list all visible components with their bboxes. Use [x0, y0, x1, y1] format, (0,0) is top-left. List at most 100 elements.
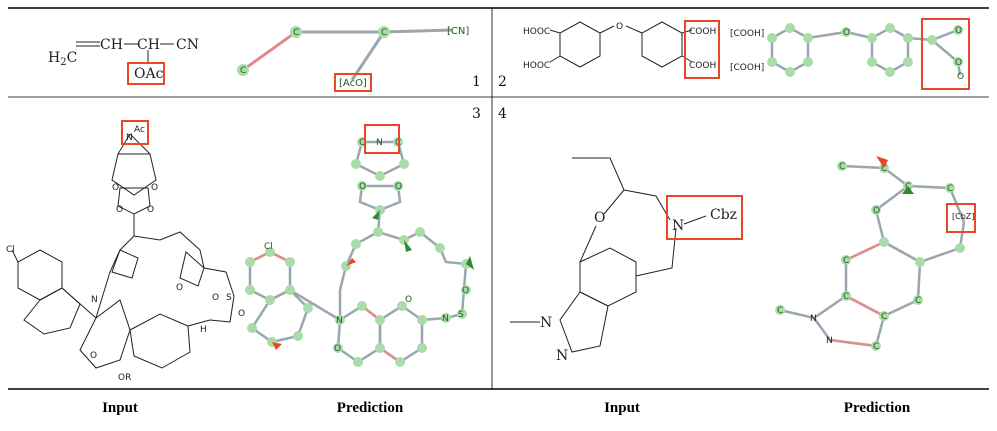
- p1-in-atom-oac: OAc: [134, 66, 164, 82]
- p1-pred-c: C: [240, 66, 246, 76]
- p2-pred-atom: [953, 57, 963, 67]
- p4-in-o: O: [594, 210, 605, 226]
- p4-in-n: N: [672, 218, 684, 234]
- p4-in-bond: [603, 189, 625, 215]
- p3-in-bond: [61, 287, 97, 319]
- p4-pred-atom: [955, 243, 965, 253]
- p3-pred-stereo-wedge: [466, 256, 474, 270]
- p3-in-o: O: [151, 183, 158, 193]
- p3-pred-o: O: [462, 286, 469, 296]
- p3-pred-atom: [395, 357, 405, 367]
- p4-pred-stereo-wedge: [902, 186, 914, 194]
- p4-pred-c: C: [873, 342, 879, 352]
- p2-pred-atom: [767, 57, 777, 67]
- p3-pred-atom: [399, 159, 409, 169]
- p3-in-o: O: [176, 283, 183, 293]
- p3-pred-atom: [435, 243, 445, 253]
- p2-pred-atom: [953, 25, 963, 35]
- panel-3-number: 3: [472, 106, 481, 122]
- p3-in-o: O: [90, 351, 97, 361]
- panel-3-prediction: C N C O O Cl N O O N S O 3: [245, 106, 481, 367]
- p3-pred-atom: [351, 239, 361, 249]
- p3-in-ring-cyclohexane: [23, 287, 81, 335]
- p3-in-n: N: [91, 295, 98, 305]
- p4-in-pyrazole: [559, 291, 609, 353]
- p4-pred-n: N: [826, 336, 833, 346]
- p2-in-ring-left: [559, 21, 601, 68]
- p4-in-highlight-box: [666, 195, 743, 240]
- p3-in-cyclobutane-left: [111, 249, 139, 279]
- p4-in-bond: [579, 225, 597, 263]
- p4-in-n: N: [540, 315, 552, 331]
- p1-pred-aco: [AcO]: [339, 78, 367, 89]
- p4-pred-atom: [945, 183, 955, 193]
- p4-pred-highlight-box: [946, 203, 976, 233]
- p3-pred-stereo-wedge: [346, 258, 356, 266]
- panel-2-input-labels: HOOC HOOC O COOH COOH: [523, 20, 720, 79]
- p4-in-bond: [683, 215, 707, 225]
- p2-in-bond: [681, 55, 693, 63]
- p3-in-o: O: [112, 183, 119, 193]
- p4-pred-pyrazole: [812, 294, 886, 348]
- p3-pred-atom: [457, 309, 467, 319]
- panel-1-number: 1: [472, 74, 481, 90]
- p3-pred-atom: [373, 227, 383, 237]
- panel-4-input: [510, 157, 707, 353]
- p2-pred-atom: [767, 33, 777, 43]
- p3-pred-c: C: [359, 138, 365, 148]
- p4-pred-atom: [913, 295, 923, 305]
- p4-pred-cbz: [CbZ]: [952, 212, 974, 221]
- p3-pred-stereo-wedge: [272, 342, 282, 350]
- p3-in-h: H: [200, 325, 207, 335]
- p3-in-chain: [203, 267, 235, 297]
- p2-in-cooh-top: COOH: [689, 27, 716, 37]
- p1-in-atom-cn: CN: [176, 37, 199, 53]
- panel-2-prediction: [COOH] [COOH] O O O O 2: [498, 18, 970, 90]
- p3-pred-atom: [265, 295, 275, 305]
- p3-in-ac: Ac: [134, 125, 145, 135]
- p3-in-bond: [229, 295, 235, 323]
- p3-in-arene-left: [17, 249, 63, 301]
- p1-pred-highlight-box: [334, 73, 372, 92]
- p3-pred-o: O: [395, 182, 402, 192]
- p1-pred-bond: [242, 30, 297, 72]
- p3-pred-o: O: [359, 182, 366, 192]
- p3-in-n-top: N: [126, 133, 133, 143]
- p2-pred-atom: [903, 33, 913, 43]
- p1-pred-atom: [378, 26, 390, 38]
- p1-pred-c: C: [381, 28, 387, 38]
- p3-pred-atom: [441, 313, 451, 323]
- p3-pred-s: S: [458, 310, 464, 320]
- p4-in-ring-oxazepine: [635, 227, 677, 277]
- p3-in-arene-right: [129, 313, 191, 369]
- panel-4-prediction: C C C C O [CbZ] C C C C C N N C 4: [498, 106, 976, 352]
- p2-in-bond: [599, 25, 615, 34]
- p4-pred-o: O: [873, 206, 880, 216]
- p4-in-n: N: [556, 348, 568, 364]
- p2-pred-atom: [803, 33, 813, 43]
- panel-4-input-labels: O N Cbz N N: [540, 195, 743, 364]
- p3-pred-atom: [393, 181, 403, 191]
- p3-in-bond: [11, 249, 19, 263]
- p3-pred-n: N: [336, 316, 343, 326]
- p4-pred-atom: [837, 161, 847, 171]
- p4-pred-c: C: [777, 306, 783, 316]
- p1-pred-cn: [CN]: [447, 26, 469, 37]
- p2-pred-atom: [785, 67, 795, 77]
- p1-pred-atom: [290, 26, 302, 38]
- p3-pred-atom: [357, 301, 367, 311]
- p1-in-highlight-box: [127, 62, 165, 85]
- panel-1-prediction: C C C [CN] [AcO] 1: [237, 26, 481, 92]
- p4-pred-c: C: [839, 162, 845, 172]
- p3-pred-cl: Cl: [264, 242, 273, 252]
- p4-pred-chain: [841, 164, 951, 190]
- p2-pred-atom: [803, 57, 813, 67]
- figure-frame: [8, 7, 989, 390]
- p2-in-bond: [625, 25, 643, 34]
- p1-pred-bond: [383, 28, 453, 34]
- p4-pred-bond-error: [829, 338, 877, 348]
- p3-pred-stereo-wedge: [404, 240, 412, 252]
- p3-in-o: O: [147, 205, 154, 215]
- p3-in-highlight-box: [121, 120, 149, 145]
